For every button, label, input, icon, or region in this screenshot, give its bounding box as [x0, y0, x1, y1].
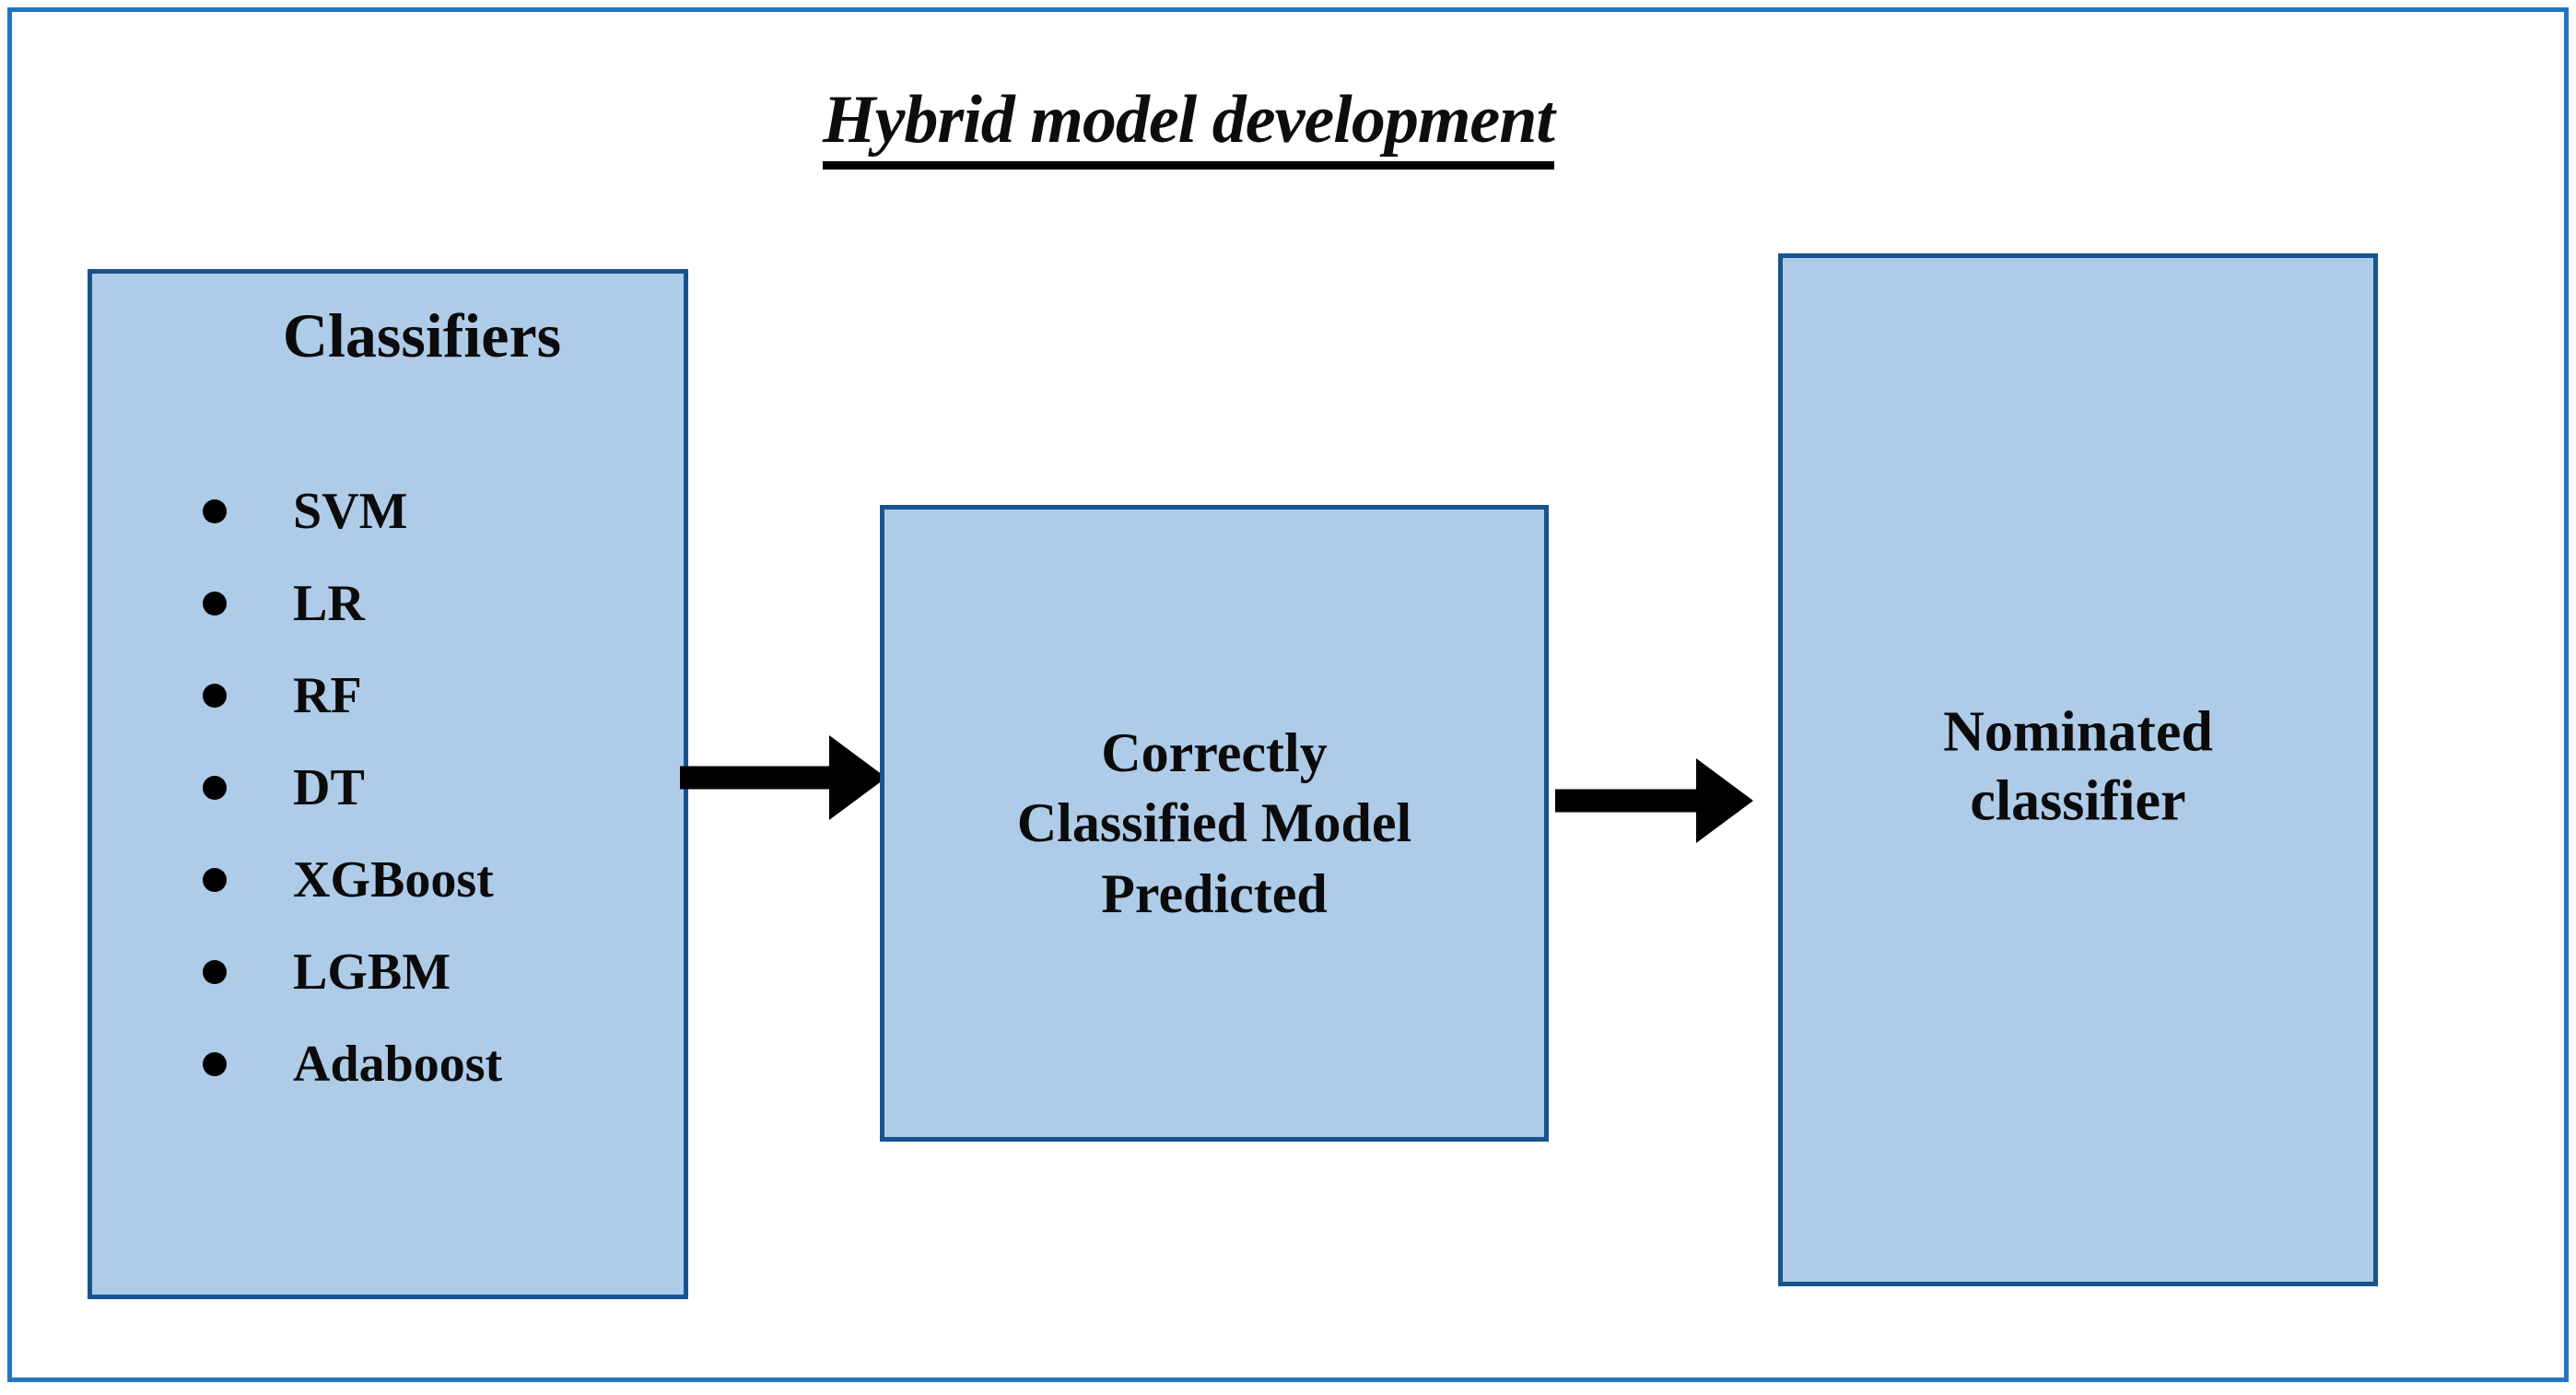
list-item: LGBM: [203, 926, 502, 1018]
bullet-icon: [203, 684, 227, 708]
arrow-head-icon: [1696, 758, 1753, 843]
list-item: Adaboost: [203, 1018, 502, 1110]
classifiers-box: Classifiers SVM LR RF DT XGBoost LGBM Ad…: [88, 269, 688, 1299]
page-title: Hybrid model development: [0, 81, 2377, 170]
list-item: SVM: [203, 465, 502, 557]
arrow-head-icon: [829, 735, 886, 820]
label-line-3: Predicted: [1101, 862, 1328, 924]
bullet-icon: [203, 960, 227, 984]
page-title-text: Hybrid model development: [823, 82, 1555, 170]
list-item-label: DT: [293, 759, 365, 816]
arrow-correctly-classified-to-nominated: [1555, 758, 1753, 843]
list-item: RF: [203, 650, 502, 742]
bullet-icon: [203, 1052, 227, 1076]
list-item: XGBoost: [203, 834, 502, 926]
list-item-label: XGBoost: [293, 851, 494, 909]
list-item: LR: [203, 557, 502, 650]
arrow-shaft: [1555, 789, 1701, 813]
arrow-classifiers-to-correctly-classified: [680, 735, 886, 820]
nominated-classifier-box: Nominated classifier: [1778, 253, 2378, 1286]
bullet-icon: [203, 776, 227, 800]
bullet-icon: [203, 868, 227, 892]
classifier-list: SVM LR RF DT XGBoost LGBM Adaboost: [203, 465, 502, 1110]
arrow-shaft: [680, 766, 835, 790]
bullet-icon: [203, 592, 227, 615]
nominated-classifier-label: Nominated classifier: [1783, 698, 2373, 837]
list-item-label: LR: [293, 575, 365, 632]
correctly-classified-label: Correctly Classified Model Predicted: [884, 717, 1544, 929]
list-item: DT: [203, 742, 502, 834]
label-line-1: Nominated: [1943, 699, 2213, 763]
list-item-label: SVM: [293, 483, 408, 540]
label-line-2: classifier: [1970, 769, 2186, 833]
correctly-classified-box: Correctly Classified Model Predicted: [880, 505, 1549, 1142]
label-line-1: Correctly: [1101, 721, 1328, 783]
list-item-label: RF: [293, 667, 362, 724]
classifiers-heading: Classifiers: [282, 300, 562, 370]
label-line-2: Classified Model: [1016, 792, 1412, 854]
list-item-label: LGBM: [293, 944, 451, 1001]
bullet-icon: [203, 499, 227, 523]
list-item-label: Adaboost: [293, 1036, 503, 1093]
